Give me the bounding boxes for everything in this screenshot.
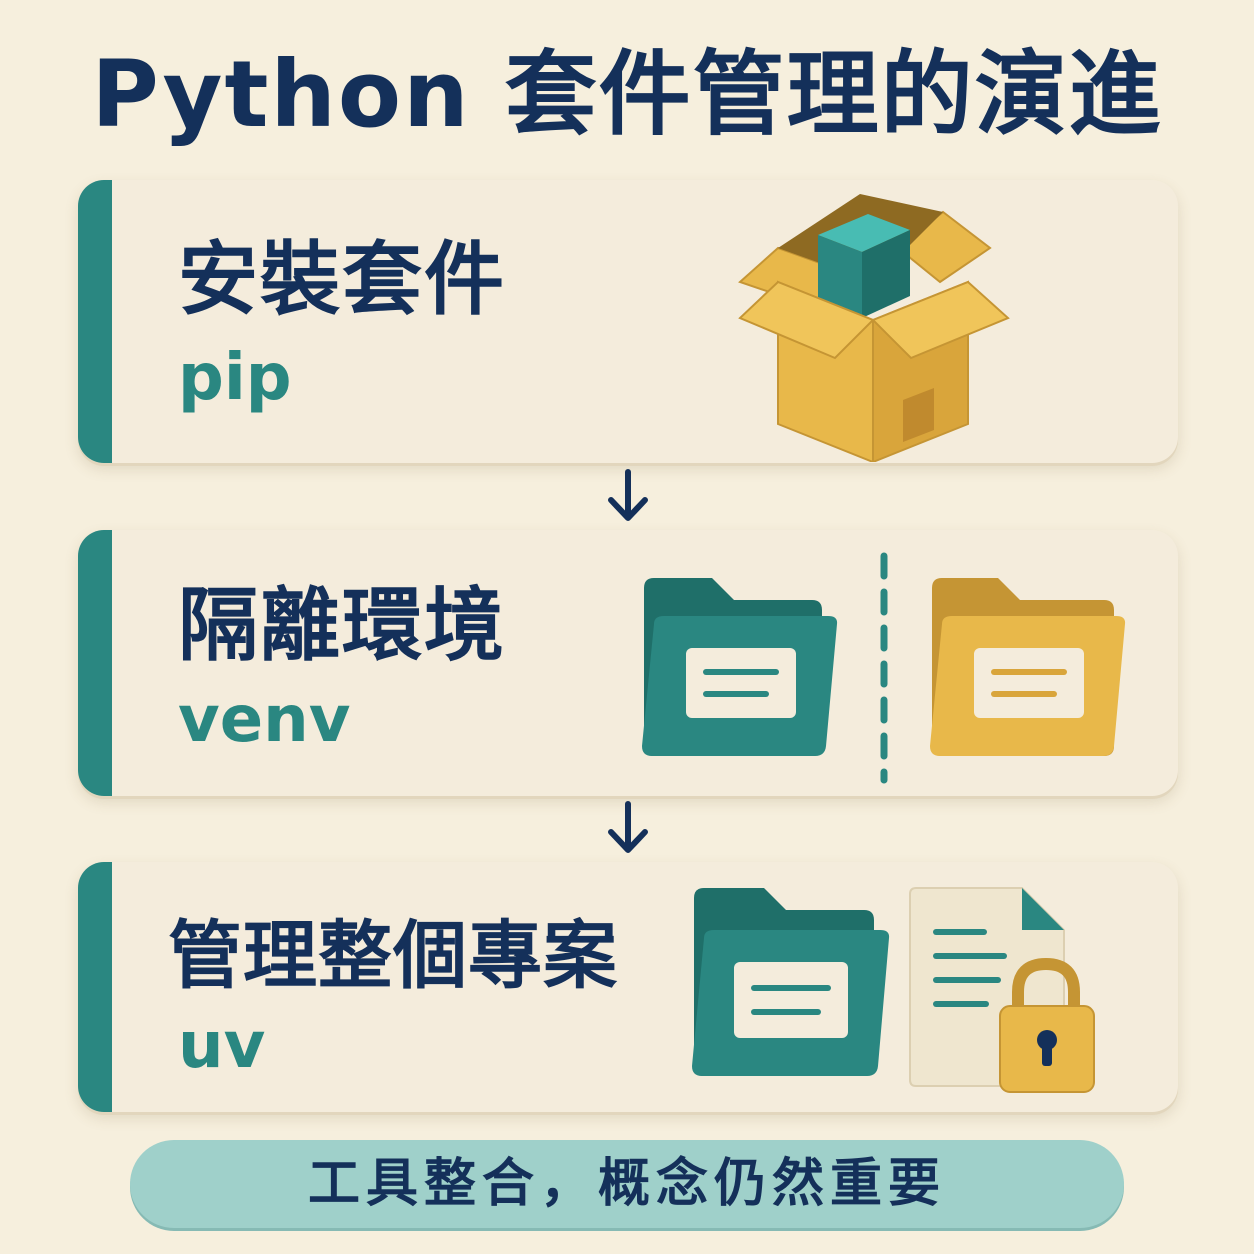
step-card-uv: 管理整個專案 uv bbox=[78, 862, 1178, 1112]
step-heading: 管理整個專案 bbox=[168, 913, 618, 999]
summary-text: 工具整合，概念仍然重要 bbox=[307, 1154, 946, 1214]
arrow-down-icon bbox=[608, 801, 648, 853]
folder-locked-file-icon bbox=[692, 887, 1095, 1093]
separate-folders-icon bbox=[642, 552, 1126, 784]
step-heading: 隔離環境 bbox=[178, 579, 506, 672]
card-accent-bar bbox=[78, 862, 112, 1112]
card-accent-bar bbox=[78, 530, 112, 796]
open-box-icon bbox=[738, 194, 1010, 462]
step-tool-name: pip bbox=[178, 341, 292, 415]
arrow-down-icon bbox=[608, 469, 648, 521]
summary-banner: 工具整合，概念仍然重要 bbox=[130, 1140, 1124, 1228]
step-card-venv: 隔離環境 venv bbox=[78, 530, 1178, 796]
page-title: Python 套件管理的演進 bbox=[91, 41, 1163, 148]
step-heading: 安裝套件 bbox=[178, 233, 506, 326]
step-card-pip: 安裝套件 pip bbox=[78, 180, 1178, 463]
step-tool-name: venv bbox=[178, 683, 351, 757]
step-tool-name: uv bbox=[178, 1009, 266, 1083]
card-accent-bar bbox=[78, 180, 112, 463]
